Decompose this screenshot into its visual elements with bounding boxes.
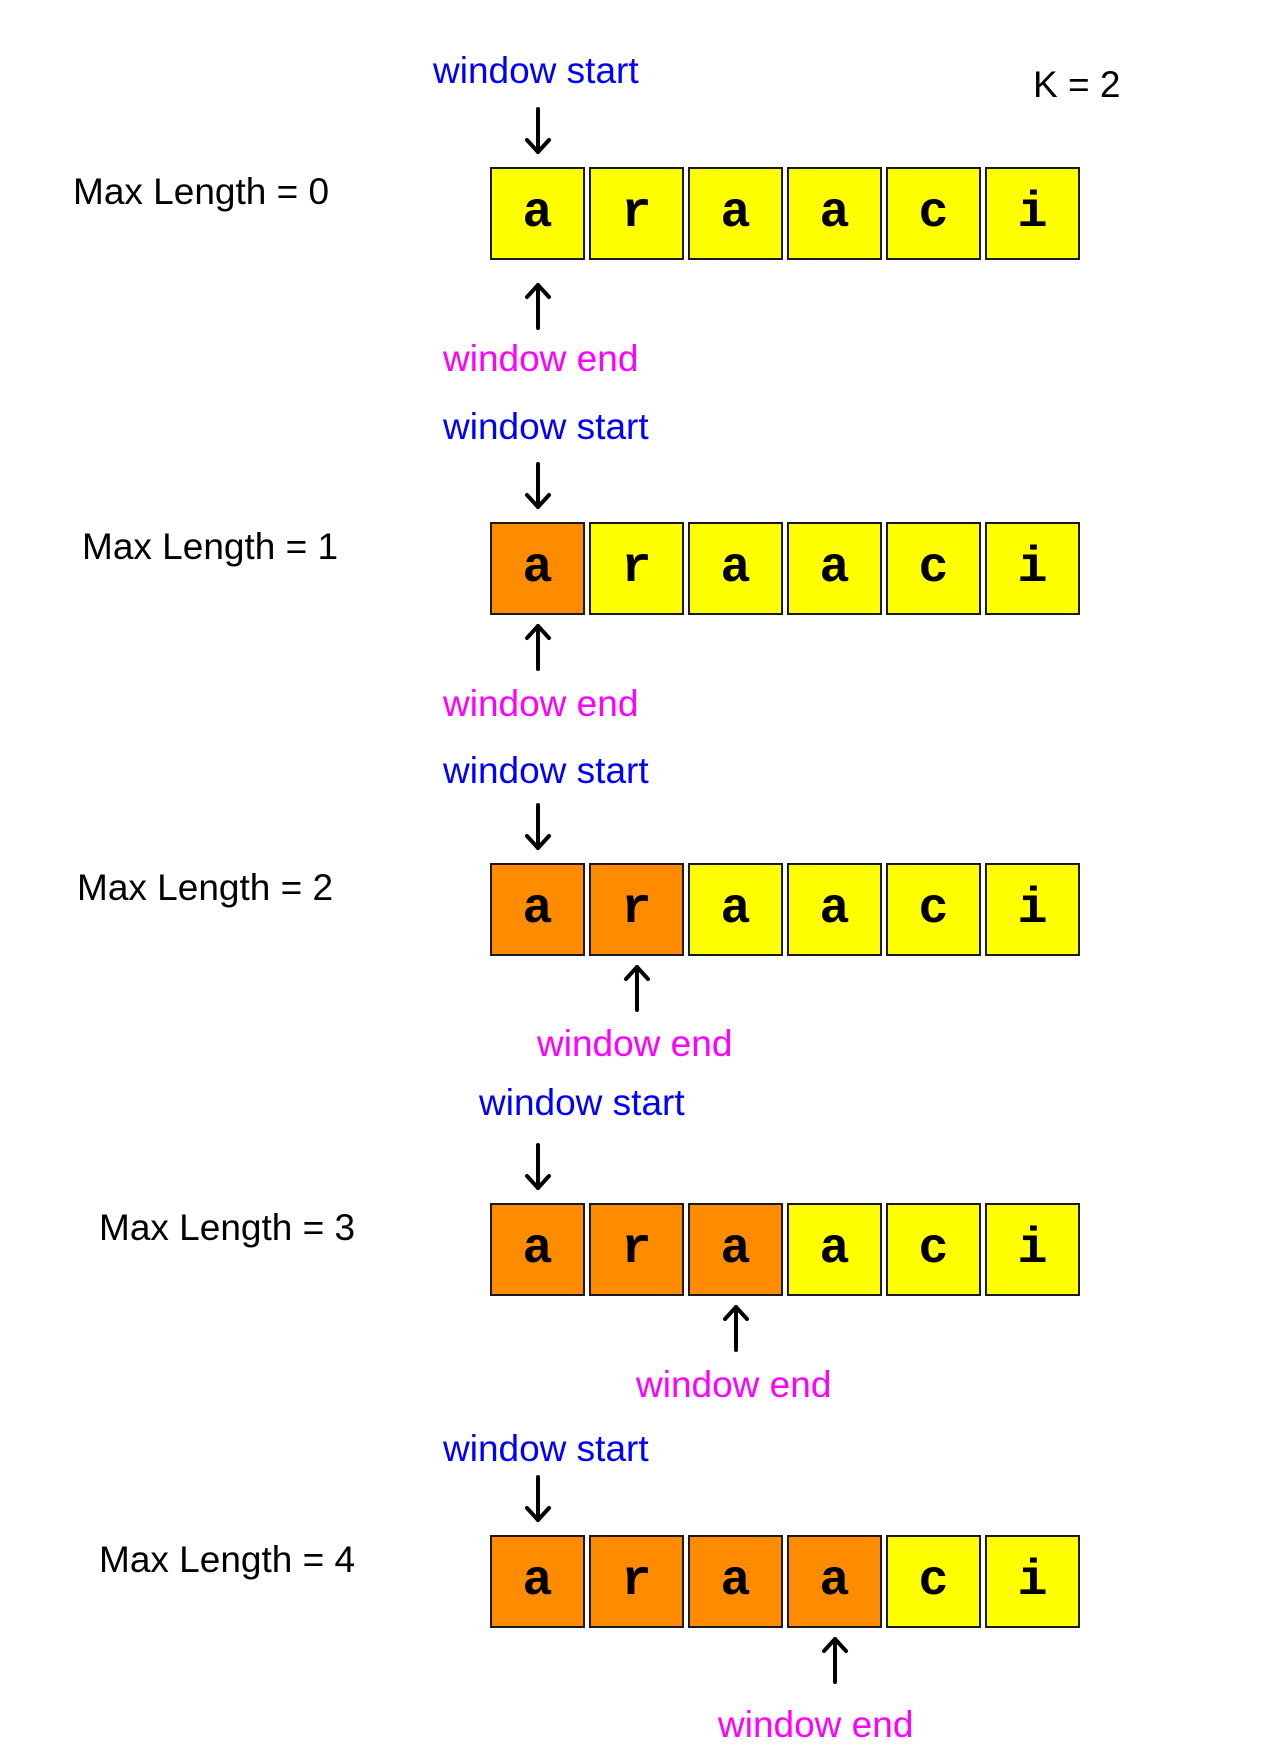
char-cell: r [589,863,684,956]
char-cell: r [589,522,684,615]
char-cell: a [787,522,882,615]
char-cell: c [886,167,981,260]
char-cell: a [688,1535,783,1628]
window-start-label: window start [479,1082,685,1123]
window-start-arrow-icon [524,462,551,509]
max-length-label: Max Length = 0 [73,171,330,212]
window-start-label: window start [433,50,639,91]
char-cell: a [490,1203,585,1296]
window-start-arrow-icon [524,1143,551,1190]
char-cell: a [490,522,585,615]
char-cell: r [589,1535,684,1628]
window-start-label: window start [443,406,649,447]
window-end-arrow-icon [821,1637,848,1684]
char-cell: r [589,167,684,260]
window-end-label: window end [443,683,639,724]
window-end-label: window end [718,1704,914,1745]
window-start-label: window start [443,750,649,791]
window-end-label: window end [537,1023,733,1064]
char-cell: a [688,522,783,615]
window-end-label: window end [443,338,639,379]
char-cell: a [787,167,882,260]
window-end-label: window end [636,1364,832,1405]
max-length-label: Max Length = 1 [82,526,339,567]
char-cell: r [589,1203,684,1296]
char-cell: c [886,1203,981,1296]
max-length-label: Max Length = 4 [99,1539,356,1580]
char-cell: a [787,1203,882,1296]
char-cell: a [490,167,585,260]
window-end-arrow-icon [623,965,650,1012]
char-cell: a [688,863,783,956]
max-length-label: Max Length = 3 [99,1207,356,1248]
window-start-arrow-icon [524,803,551,850]
char-cell: i [985,1535,1080,1628]
window-end-arrow-icon [722,1305,749,1352]
max-length-label: Max Length = 2 [77,867,334,908]
char-cell: i [985,863,1080,956]
char-cell: c [886,1535,981,1628]
window-start-label: window start [443,1428,649,1469]
window-end-arrow-icon [524,624,551,671]
char-cell: i [985,522,1080,615]
char-cell: c [886,863,981,956]
window-start-arrow-icon [524,107,551,154]
window-end-arrow-icon [524,283,551,330]
char-cell: a [787,863,882,956]
char-cell: c [886,522,981,615]
k-label: K = 2 [1033,64,1121,105]
char-cell: a [490,863,585,956]
char-cell: a [688,1203,783,1296]
char-cell: i [985,1203,1080,1296]
window-start-arrow-icon [524,1475,551,1522]
char-cell: a [787,1535,882,1628]
char-cell: a [688,167,783,260]
char-cell: i [985,167,1080,260]
char-cell: a [490,1535,585,1628]
